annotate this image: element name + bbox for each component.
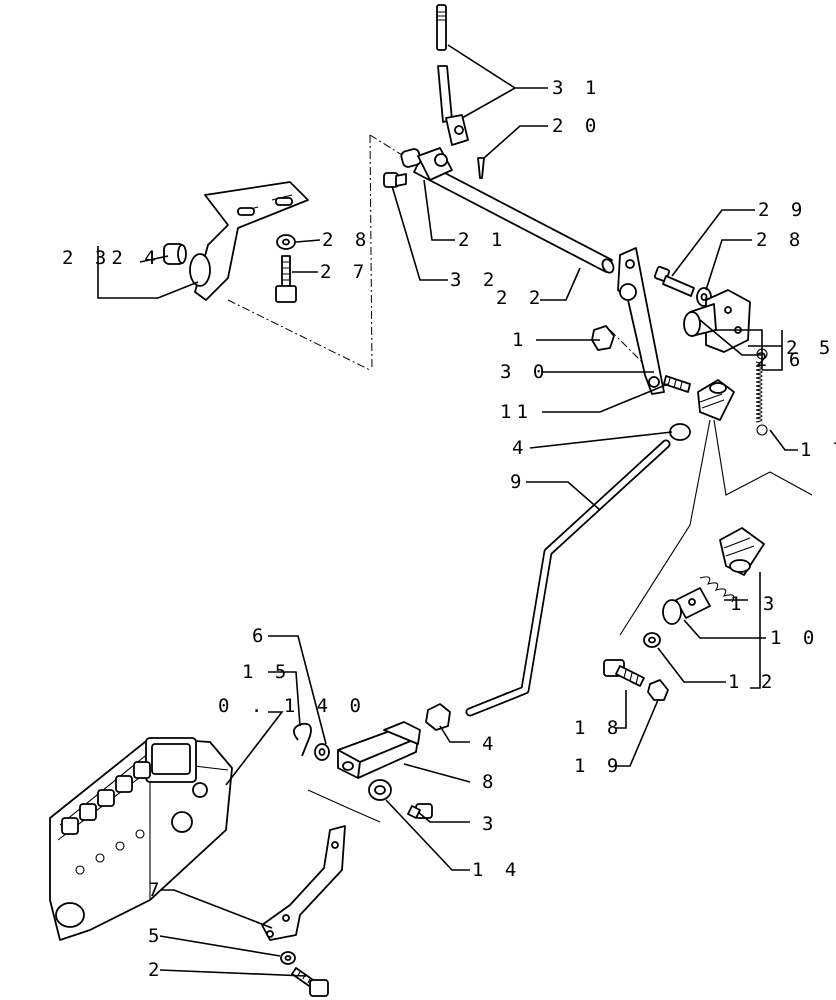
washer-5 [280,951,296,965]
pin-10 [662,587,711,625]
label-10: 1 0 [770,627,819,649]
label-19: 1 9 [574,755,623,777]
label-30: 3 0 [500,361,549,383]
left-bracket [163,181,309,301]
nut-19 [647,679,669,701]
bolt-27 [275,255,297,303]
label-20: 2 0 [552,115,601,137]
bolt-29 [653,265,695,297]
label-23-24: 2 32 4 [62,247,161,269]
bushing-4-top [669,423,691,441]
label-22: 2 2 [496,287,545,309]
main-linkage-rod [465,439,671,717]
bracket-25-26 [683,289,751,353]
part-labels: 3 1 2 0 2 9 2 8 2 8 2 7 2 32 4 2 1 3 2 2… [62,77,836,981]
upper-control-rod [436,4,469,146]
plate-7 [261,825,346,941]
pump-outlets [61,761,151,835]
detail-inset-lines [619,419,813,636]
label-0-140: 0 . 1 4 0 [218,695,366,717]
label-3: 3 [482,813,498,835]
label-6: 6 [252,625,268,647]
label-28-right: 2 8 [756,229,805,251]
clip-12 [643,632,661,648]
label-17: 1 7 [800,439,836,461]
nut-4-lower [425,703,451,731]
label-9: 9 [510,471,526,493]
label-14: 1 4 [472,859,521,881]
label-28-left: 2 8 [322,229,371,251]
label-5: 5 [148,925,164,947]
label-2: 2 [148,959,164,981]
label-4-upper: 4 [512,437,528,459]
label-15: 1 5 [242,661,291,683]
label-13: 1 3 [730,593,779,615]
bolt-2 [291,967,329,997]
screw-20 [477,157,485,179]
bolt-32 [383,172,407,188]
label-7: 7 [148,879,164,901]
washer-28 [276,234,296,250]
label-4-lower: 4 [482,733,498,755]
clip-15 [292,722,312,757]
label-11: 11 [500,401,533,423]
nut-1 [591,325,615,351]
label-25: 2 5 [786,337,835,359]
bolt-18 [603,659,645,687]
cross-shaft [400,147,615,274]
label-27: 2 7 [320,261,369,283]
connector-8 [337,721,421,779]
spring-cap-detail [719,527,765,576]
label-32: 3 2 [450,269,499,291]
label-29: 2 9 [758,199,807,221]
label-26: 2 6 [756,349,805,371]
label-31: 3 1 [552,77,601,99]
label-21: 2 1 [458,229,507,251]
label-12: 1 2 [728,671,777,693]
injection-pump [49,737,233,941]
spring-holder-top [697,379,735,421]
bolt-3 [407,803,433,819]
washer-6 [314,743,330,761]
spring-13 [699,576,735,603]
lever-30 [617,247,665,395]
leader-lines [97,44,798,977]
label-8: 8 [482,771,498,793]
label-18: 1 8 [574,717,623,739]
bushing-14 [368,779,392,801]
label-1: 1 [512,329,528,351]
screw-11 [663,375,691,393]
detail-v-lines [307,789,381,823]
